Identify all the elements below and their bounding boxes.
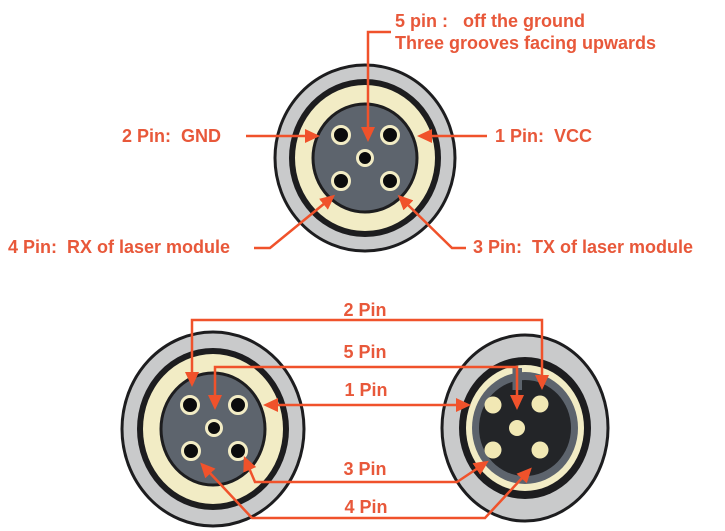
- map-5pin-line: [208, 365, 524, 410]
- pin-3-hole: [380, 171, 400, 191]
- right-pin-3: [484, 441, 502, 459]
- map-label-3pin: 3 Pin: [343, 459, 387, 479]
- front-view-arrows: [246, 30, 487, 250]
- female-connector-mapping-view: [120, 330, 306, 528]
- pin3-arrow: [397, 194, 466, 250]
- pin5-arrow: [361, 30, 391, 142]
- map-4pin-line: [200, 462, 532, 520]
- left-pin-1: [228, 395, 248, 415]
- pin2-label: 2 Pin: GND: [122, 126, 222, 146]
- pin3-label: 3 Pin: TX of laser module: [473, 237, 694, 257]
- map-label-5pin: 5 Pin: [343, 342, 387, 362]
- pin-4-hole: [331, 171, 351, 191]
- pin-2-hole: [331, 125, 351, 145]
- pin-1-hole: [380, 125, 400, 145]
- pin1-label: 1 Pin: VCC: [495, 126, 593, 146]
- map-label-2pin: 2 Pin: [343, 300, 387, 320]
- pin-5-hole: [356, 149, 374, 167]
- map-label-4pin: 4 Pin: [344, 497, 388, 517]
- right-pin-5: [509, 420, 525, 436]
- map-label-1pin: 1 Pin: [344, 380, 388, 400]
- pin5-note-line1: 5 pin : off the ground: [395, 11, 585, 31]
- left-pin-3: [228, 441, 248, 461]
- left-pin-5: [205, 419, 223, 437]
- male-connector-mapping-view: [440, 333, 610, 523]
- right-pin-2: [531, 395, 549, 413]
- pin4-arrow: [254, 194, 336, 250]
- pin5-note-line2: Three grooves facing upwards: [395, 33, 657, 53]
- right-pin-4: [531, 441, 549, 459]
- right-pin-1: [484, 396, 502, 414]
- map-2pin-line: [185, 318, 549, 390]
- left-pin-4: [181, 441, 201, 461]
- pin4-label: 4 Pin: RX of laser module: [8, 237, 231, 257]
- left-pin-2: [180, 395, 200, 415]
- mapping-arrows: [185, 318, 549, 520]
